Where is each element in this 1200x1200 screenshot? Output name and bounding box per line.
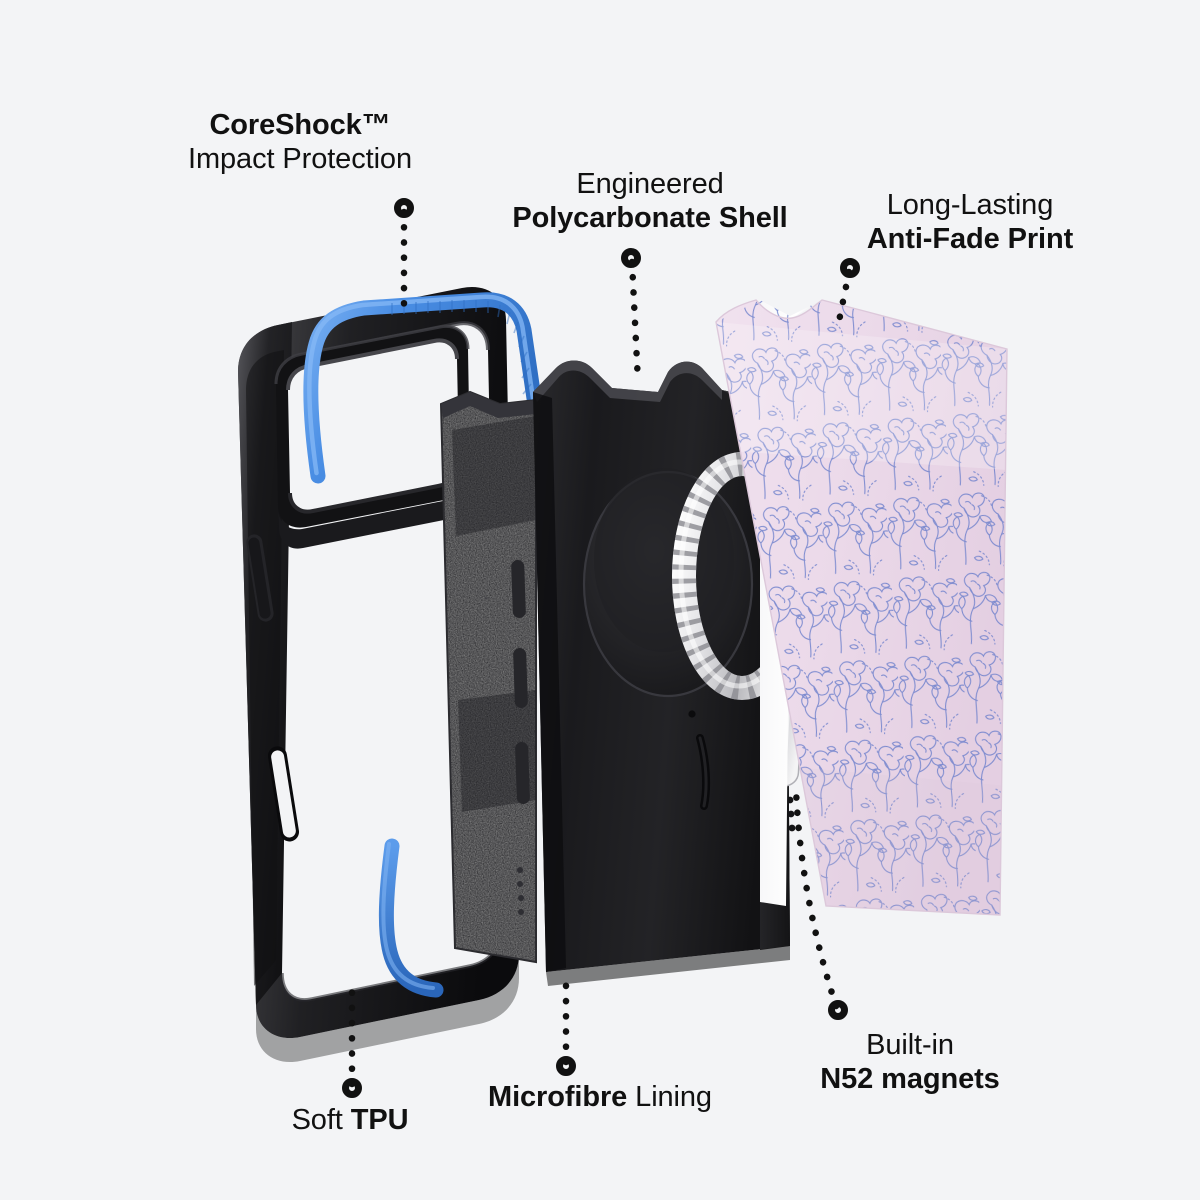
callout-magnets-line1: Built-in [866, 1029, 954, 1061]
callout-coreshock-line2: Impact Protection [188, 143, 412, 176]
leader-end-rings [342, 198, 860, 1098]
microfibre-lining [439, 390, 537, 964]
callout-shell-line2: Polycarbonate Shell [512, 202, 788, 235]
callout-microfibre-line1: Microfibre Lining [400, 1080, 800, 1114]
callout-microfibre-emphasis: Microfibre [488, 1081, 628, 1113]
leader-ring-coreshock [394, 198, 414, 218]
leader-ring-magnets [828, 1000, 848, 1020]
callout-print-line1: Long-Lasting [886, 189, 1054, 221]
callout-print-line2: Anti-Fade Print [866, 223, 1074, 256]
callout-magnets-line2: N52 magnets [820, 1063, 1000, 1096]
callout-shell: Engineered Polycarbonate Shell [460, 167, 840, 235]
printed-back-panel [715, 299, 1008, 916]
callout-coreshock-line1: CoreShock™ [209, 109, 391, 141]
callout-coreshock: CoreShock™ Impact Protection [110, 108, 490, 176]
callout-tpu: Soft TPU [180, 1103, 520, 1137]
side-buttons [246, 534, 300, 842]
callout-microfibre-suffix: Lining [627, 1081, 712, 1113]
leader-print [834, 268, 853, 330]
lining-button-bumps [511, 559, 530, 915]
callout-shell-line1: Engineered [576, 168, 724, 200]
callout-tpu-line1: Soft TPU [180, 1103, 520, 1137]
leader-ring-print [840, 258, 860, 278]
callout-magnets: Built-in N52 magnets [740, 1028, 1080, 1096]
magnet-vent-dots [786, 796, 796, 832]
callout-print: Long-Lasting Anti-Fade Print [800, 188, 1140, 256]
callout-tpu-emphasis: TPU [350, 1104, 409, 1136]
leader-shell [628, 258, 642, 386]
callout-tpu-prefix: Soft [291, 1104, 351, 1136]
callout-microfibre: Microfibre Lining [400, 1080, 800, 1114]
leader-ring-shell [621, 248, 641, 268]
leader-ring-tpu [342, 1078, 362, 1098]
leader-ring-microfibre [556, 1056, 576, 1076]
leader-lines [348, 208, 853, 1088]
